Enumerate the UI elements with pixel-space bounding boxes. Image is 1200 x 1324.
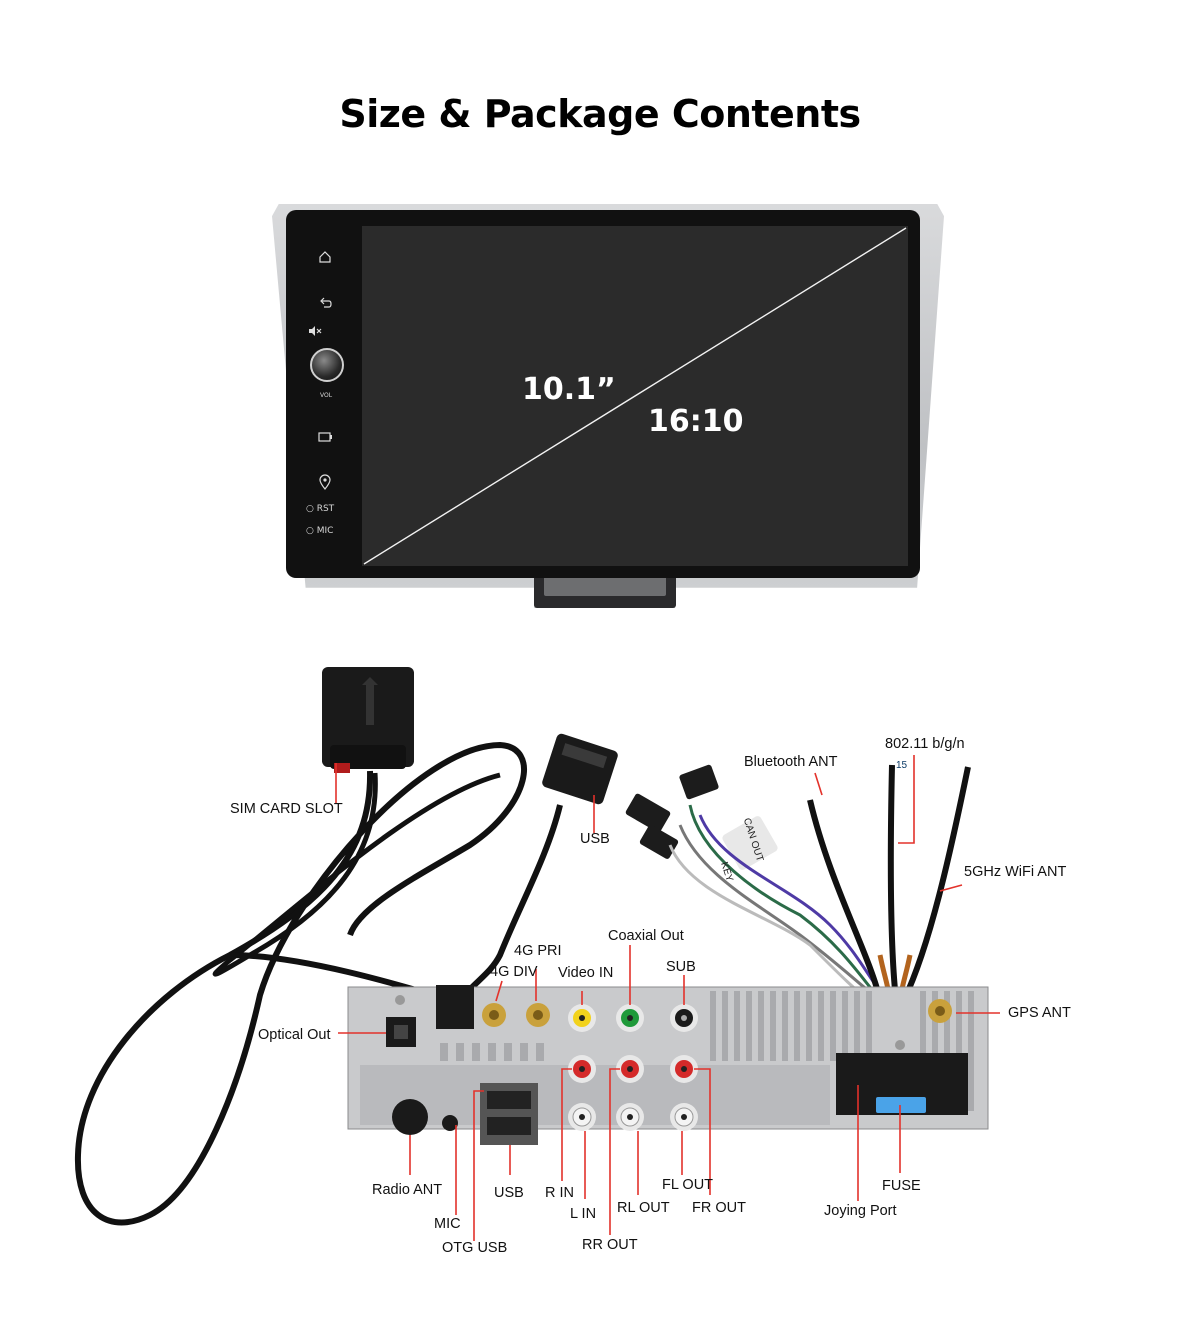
sub-label: SUB <box>666 959 696 975</box>
l-in-label: L IN <box>570 1206 597 1222</box>
fr-out-label: FR OUT <box>692 1200 746 1216</box>
rst-button[interactable]: ○ RST <box>306 504 335 514</box>
rl-out-label: RL OUT <box>617 1200 670 1216</box>
battery-icon[interactable] <box>318 432 332 442</box>
harness-connectors <box>625 764 778 870</box>
sim-card-module <box>322 667 414 773</box>
wifi-80211-label: 802.11 b/g/n <box>885 736 965 752</box>
r-in-label: R IN <box>545 1185 574 1201</box>
mic-label: MIC <box>434 1216 461 1232</box>
radio-ant-label: Radio ANT <box>372 1182 443 1198</box>
black-bezel: VOL ○ RST ○ MIC 10.1” 16:10 <box>286 210 920 578</box>
usb-top-label: USB <box>580 831 610 847</box>
joying-port-label: Joying Port <box>824 1203 897 1219</box>
radio-chassis <box>347 985 989 1145</box>
volume-knob[interactable] <box>310 348 344 382</box>
head-unit-display: VOL ○ RST ○ MIC 10.1” 16:10 <box>272 204 944 616</box>
rr-out-label: RR OUT <box>582 1237 638 1253</box>
wiring-illustration <box>74 667 1000 1241</box>
fuse-label: FUSE <box>882 1178 921 1194</box>
gps-ant-label: GPS ANT <box>1008 1005 1071 1021</box>
screen: 10.1” 16:10 <box>362 226 908 566</box>
mic-label: MIC <box>316 526 334 536</box>
sim-cable <box>74 741 527 1226</box>
usb-plug-top <box>542 733 618 805</box>
back-icon[interactable] <box>318 296 332 310</box>
otg-usb-label: OTG USB <box>442 1240 508 1256</box>
coaxial-out-label: Coaxial Out <box>608 928 684 944</box>
diagonal-line <box>363 227 907 565</box>
page-title: Size & Package Contents <box>339 92 861 136</box>
fuse-rating-label: 15 <box>896 760 908 771</box>
bluetooth-ant-label: Bluetooth ANT <box>744 754 838 770</box>
usb-cable <box>459 804 563 1002</box>
wifi-5ghz-label: 5GHz WiFi ANT <box>964 864 1067 880</box>
fl-out-label: FL OUT <box>662 1177 714 1193</box>
optical-out-label: Optical Out <box>258 1027 331 1043</box>
4g-pri-label: 4G PRI <box>514 943 562 959</box>
home-icon[interactable] <box>318 250 332 264</box>
4g-div-label: 4G DIV <box>490 964 538 980</box>
vol-label: VOL <box>320 392 333 399</box>
usb-bottom-label: USB <box>494 1185 524 1201</box>
sim-card-slot-label: SIM CARD SLOT <box>230 801 343 817</box>
diagonal-size-label: 10.1” <box>522 372 616 407</box>
mic-button[interactable]: ○ MIC <box>306 526 334 536</box>
mute-icon[interactable] <box>308 326 322 336</box>
wiring-diagram: CAN OUT KEY 15 SIM CARD SLOT USB Bluetoo… <box>0 655 1200 1324</box>
aspect-ratio-label: 16:10 <box>648 404 744 439</box>
location-icon[interactable] <box>319 474 331 490</box>
rst-label: RST <box>316 504 335 514</box>
callout-lines <box>335 755 1000 1241</box>
video-in-label: Video IN <box>558 965 614 981</box>
